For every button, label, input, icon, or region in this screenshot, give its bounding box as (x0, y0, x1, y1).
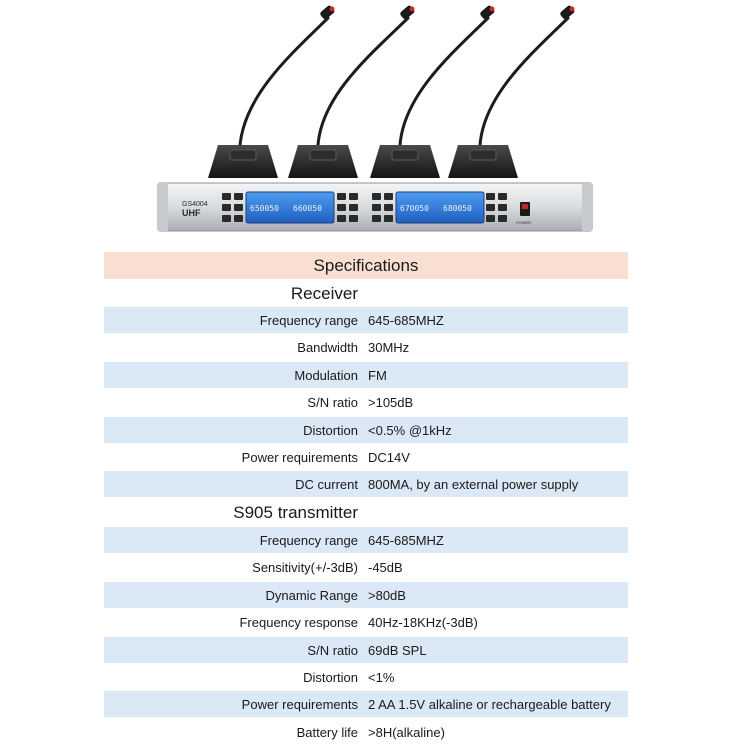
spec-row: Sensitivity(+/-3dB) -45dB (104, 554, 628, 580)
spec-row: S/N ratio 69dB SPL (104, 636, 628, 663)
spec-value: <1% (368, 670, 395, 685)
spec-value: 40Hz-18KHz(-3dB) (368, 615, 478, 631)
spec-value: -45dB (368, 560, 403, 576)
spec-label: Bandwidth (297, 340, 358, 356)
spec-value: 2 AA 1.5V alkaline or rechargeable batte… (368, 697, 611, 713)
spec-label: Modulation (294, 367, 358, 383)
spec-row: Distortion <0.5% @1kHz (104, 416, 628, 443)
svg-text:650050: 650050 (250, 204, 279, 213)
svg-text:UHF: UHF (182, 208, 201, 218)
spec-label: S/N ratio (307, 395, 358, 411)
spec-label: Power requirements (241, 697, 358, 713)
spec-label: Frequency response (239, 615, 358, 631)
spec-label: Sensitivity(+/-3dB) (252, 560, 358, 576)
spec-value: 645-685MHZ (368, 313, 444, 328)
spec-row: DC current 800MA, by an external power su… (104, 471, 628, 498)
product-image: GS4004 UHF 650050 660050 670050 680050 (157, 5, 593, 232)
spec-value: FM (368, 367, 387, 383)
spec-row: Modulation FM (104, 361, 628, 388)
spec-label: DC current (295, 477, 358, 493)
svg-text:670050: 670050 (400, 204, 429, 213)
spec-value: 30MHz (368, 340, 410, 356)
section-heading-receiver: Receiver (290, 284, 358, 303)
spec-label: Frequency range (259, 313, 358, 328)
spec-label: Dynamic Range (265, 587, 359, 603)
spec-value: DC14V (368, 450, 410, 465)
spec-value: >105dB (368, 395, 414, 411)
spec-label: Frequency range (259, 533, 358, 548)
spec-row: Power requirements DC14V (104, 444, 628, 470)
spec-row: Battery life >8H(alkaline) (104, 719, 628, 745)
gooseneck-mics (238, 16, 570, 147)
lcd-display-left (245, 191, 335, 224)
spec-label: Distortion (303, 422, 358, 438)
spec-value: 69dB SPL (368, 642, 427, 658)
mic-heads (320, 5, 575, 20)
spec-label: Distortion (303, 670, 358, 685)
svg-text:POWER: POWER (516, 220, 531, 225)
spec-row: S/N ratio >105dB (104, 389, 628, 415)
spec-label: Battery life (296, 724, 358, 740)
svg-text:GS4004: GS4004 (182, 201, 208, 208)
svg-text:660050: 660050 (293, 204, 322, 213)
specifications-title: Specifications (104, 252, 628, 279)
spec-row: Frequency range 645-685MHZ (104, 307, 628, 333)
section-heading-transmitter: S905 transmitter (233, 503, 358, 522)
spec-value: >80dB (368, 587, 406, 603)
spec-value: >8H(alkaline) (368, 724, 445, 740)
spec-label: S/N ratio (307, 642, 358, 658)
spec-row: Frequency response 40Hz-18KHz(-3dB) (104, 609, 628, 635)
spec-row: Distortion <1% (104, 664, 628, 690)
receiver-unit: GS4004 UHF 650050 660050 670050 680050 (157, 182, 593, 232)
spec-row: Bandwidth 30MHz (104, 334, 628, 360)
mic-bases (208, 145, 518, 178)
spec-row: Frequency range 645-685MHZ (104, 527, 628, 553)
spec-value: 800MA, by an external power supply (368, 477, 579, 493)
lcd-display-right (395, 191, 485, 224)
spec-value: <0.5% @1kHz (368, 422, 452, 438)
spec-row: Power requirements 2 AA 1.5V alkaline or … (104, 691, 628, 718)
svg-text:680050: 680050 (443, 204, 472, 213)
spec-row: Dynamic Range >80dB (104, 581, 628, 608)
spec-value: 645-685MHZ (368, 533, 444, 548)
spec-label: Power requirements (241, 450, 358, 465)
